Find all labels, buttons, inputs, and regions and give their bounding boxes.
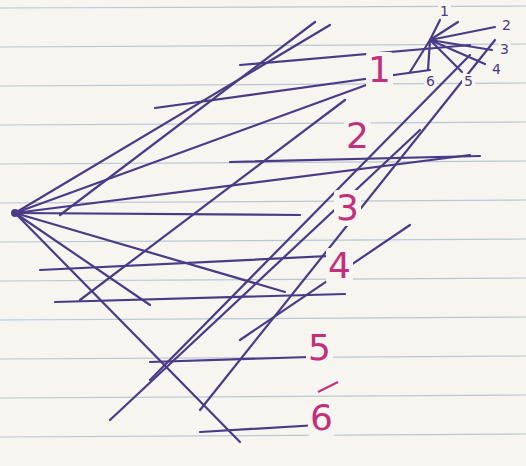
branch-number: 6 xyxy=(308,400,335,436)
branch-number: 4 xyxy=(326,248,353,284)
outcome-number: 3 xyxy=(498,42,511,56)
outcome-number: 5 xyxy=(462,74,475,88)
branch-number: 5 xyxy=(306,330,333,366)
branch-number: 2 xyxy=(344,118,371,154)
outcome-number: 2 xyxy=(500,18,513,32)
root-dot xyxy=(11,209,19,217)
outcome-number: 1 xyxy=(438,4,451,18)
paper-rules xyxy=(0,6,526,437)
branch-number: 1 xyxy=(366,52,393,88)
outcome-number: 6 xyxy=(424,74,437,88)
tree-branches xyxy=(15,20,495,442)
outcome-number: 4 xyxy=(490,62,503,76)
branch-number: 3 xyxy=(334,190,361,226)
strike-mark xyxy=(318,382,338,392)
